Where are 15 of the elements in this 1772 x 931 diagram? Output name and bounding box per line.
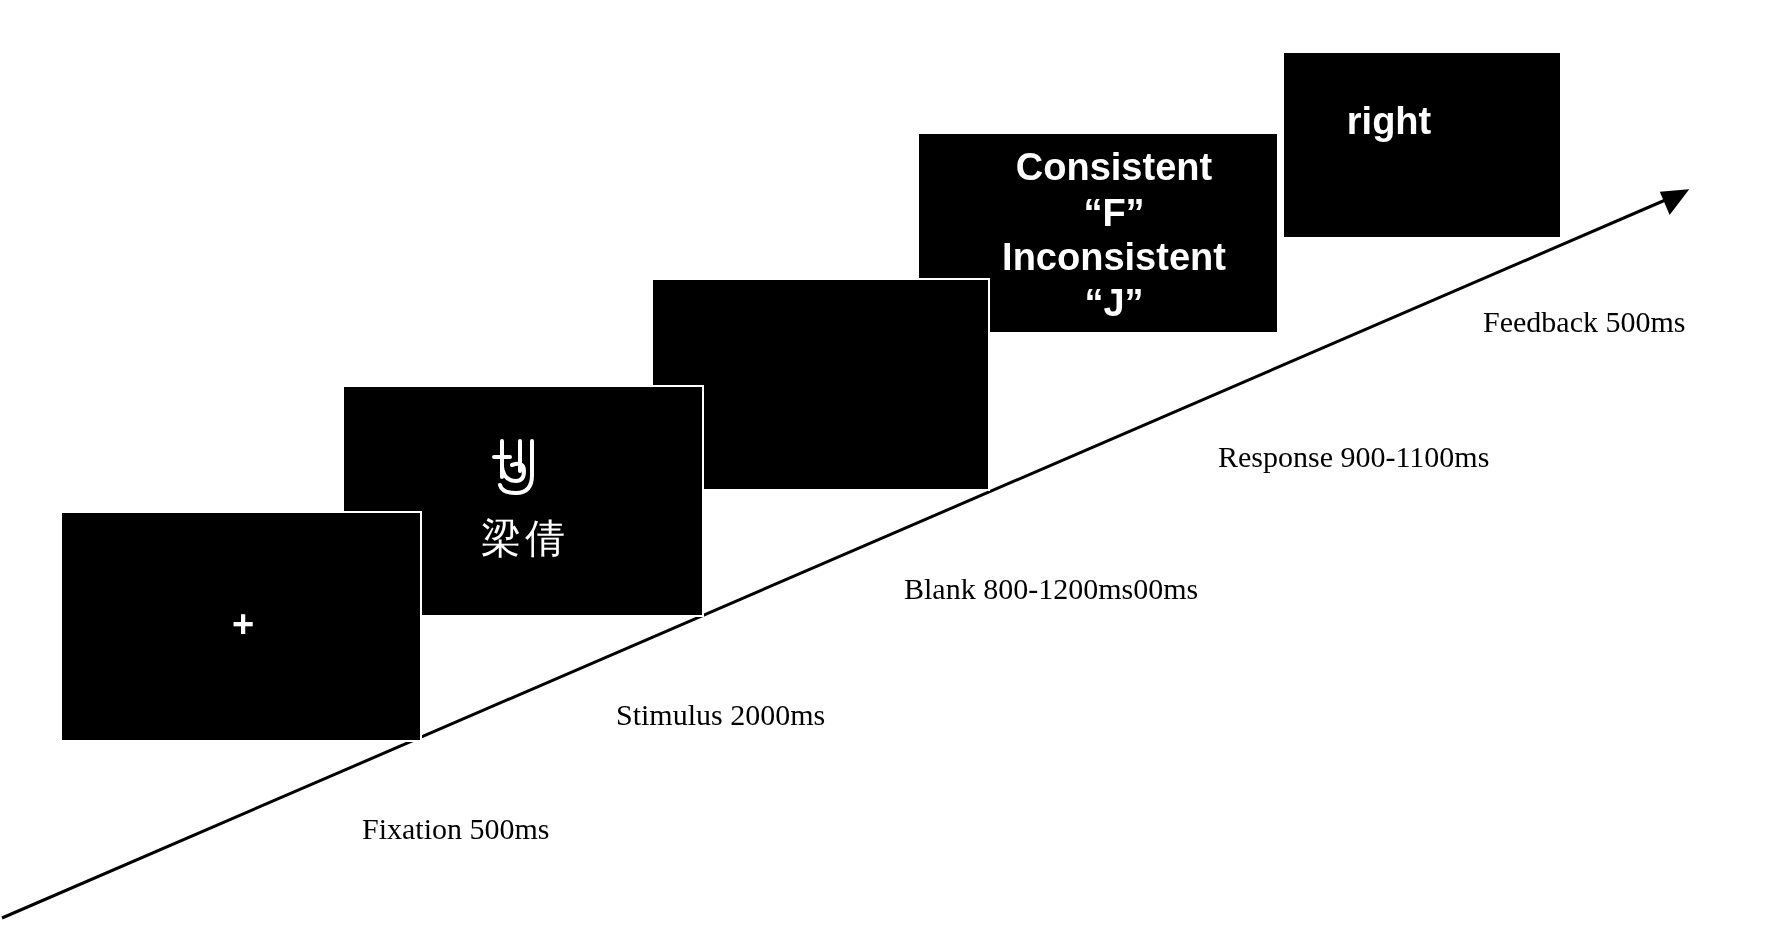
screen-box xyxy=(917,132,1279,334)
duration-label: Fixation 500ms xyxy=(362,812,550,846)
screen-box xyxy=(1282,51,1562,239)
duration-label: Response 900-1100ms xyxy=(1218,440,1490,474)
screen-box xyxy=(651,278,990,491)
screen-text: Inconsistent “J” xyxy=(1001,235,1227,326)
screen-text: Consistent “F” xyxy=(1014,145,1214,236)
duration-label: Feedback 500ms xyxy=(1483,305,1686,339)
duration-label: Stimulus 2000ms xyxy=(616,698,826,732)
fixation-cross: + xyxy=(230,602,256,647)
screen-box xyxy=(60,511,422,742)
screen-text: right xyxy=(1345,99,1433,144)
screen-box xyxy=(342,385,704,617)
stimulus-name: 梁倩 xyxy=(480,515,570,561)
duration-label: Blank 800-1200ms00ms xyxy=(904,572,1199,606)
